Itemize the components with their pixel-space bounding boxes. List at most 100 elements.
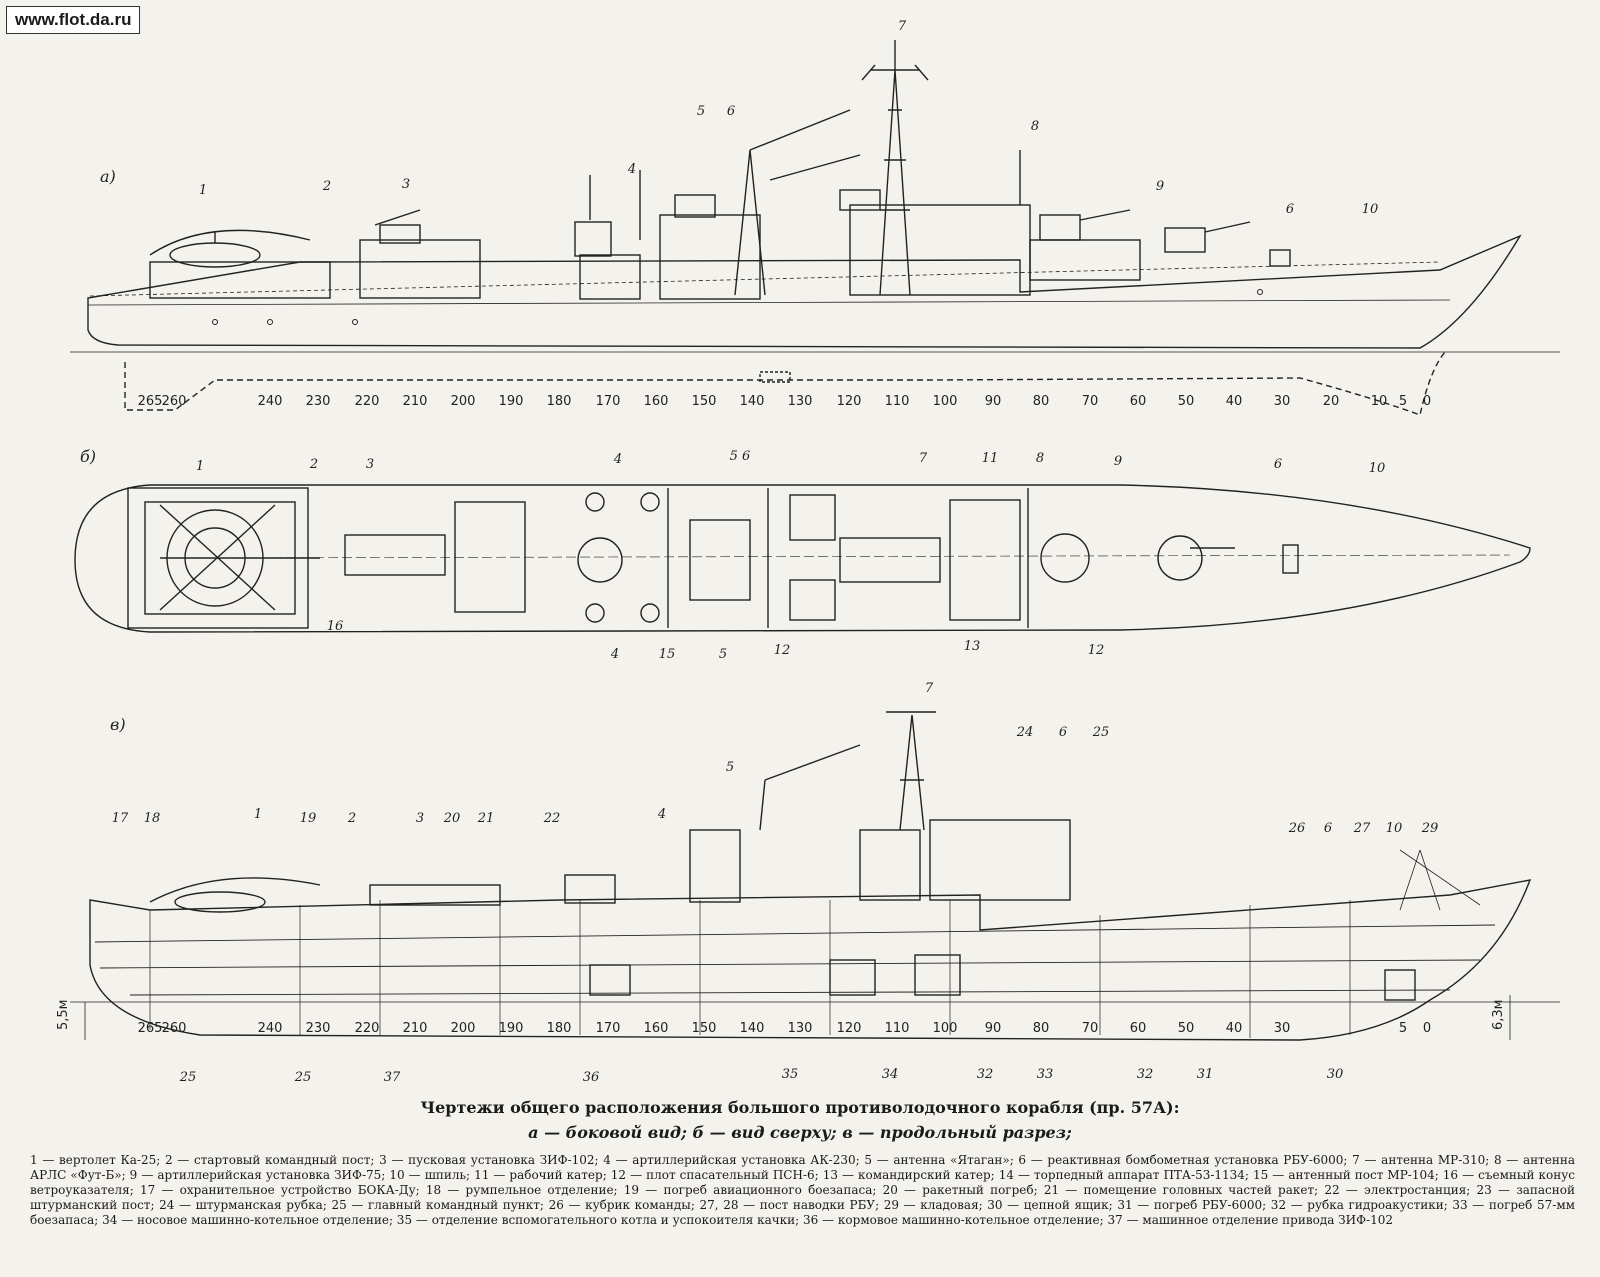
callout-number: 7 [919, 451, 928, 466]
frame-label: 50 [1178, 1021, 1195, 1036]
fore-superstructure [849, 204, 1031, 296]
frame-label: 240 [258, 1021, 283, 1036]
callout-number: 4 [627, 162, 636, 177]
turret-zif75-fore [1164, 227, 1206, 253]
frame-label: 130 [788, 394, 813, 409]
callout-number: 30 [1327, 1067, 1344, 1082]
helicopter [149, 229, 311, 268]
callout-number: 25 [1092, 725, 1110, 740]
plan-fore-funnel [839, 537, 941, 583]
frame-label: 5 [1399, 1021, 1407, 1036]
section-view [70, 711, 1560, 1041]
callout-number: 4 [657, 807, 666, 822]
plan-turret-fore [1157, 535, 1203, 581]
callout-number: 34 [882, 1067, 899, 1082]
callout-number: 21 [477, 811, 495, 826]
frame-label: 190 [499, 1021, 524, 1036]
aft-funnel [574, 221, 612, 257]
frame-label: 230 [306, 1021, 331, 1036]
frame-label: 160 [644, 394, 669, 409]
frame-label: 50 [1178, 394, 1195, 409]
callout-number: 10 [1386, 821, 1403, 836]
antenna-mr310 [861, 64, 929, 81]
callout-number: 13 [964, 639, 981, 654]
hangar-block [149, 261, 331, 299]
callout-number: 36 [583, 1070, 600, 1085]
callout-number: 22 [543, 811, 561, 826]
callout-number: 1 [199, 183, 207, 198]
callout-number: 6 [1286, 202, 1294, 217]
frame-label: 140 [740, 1021, 765, 1036]
callout-number: 2 [322, 179, 331, 194]
callout-number: 20 [443, 811, 461, 826]
frame-label: 170 [596, 1021, 621, 1036]
frame-label: 210 [403, 1021, 428, 1036]
foremast [879, 69, 911, 296]
callout-number: 9 [1114, 454, 1122, 469]
callout-number: 7 [925, 681, 934, 696]
frame-label: 80 [1033, 1021, 1050, 1036]
section-foremast [899, 714, 925, 831]
callout-number: 15 [659, 647, 676, 662]
callout-number: 16 [327, 619, 344, 634]
callout-number: 27 [1353, 821, 1371, 836]
draft-right-label: 6,3м [1491, 1000, 1506, 1030]
frame-label: 20 [1323, 394, 1340, 409]
frame-label: 160 [644, 1021, 669, 1036]
callout-number: 12 [774, 643, 791, 658]
frame-label: 265 [138, 1021, 163, 1036]
section-fore-funnel [859, 829, 921, 901]
frame-label: 100 [933, 394, 958, 409]
callout-number: 35 [782, 1067, 799, 1082]
callout-number: 5 [726, 760, 734, 775]
side-underwater-outline [124, 351, 1446, 416]
callout-number: 18 [144, 811, 161, 826]
frame-label: 90 [985, 1021, 1002, 1036]
frame-label: 220 [355, 394, 380, 409]
section-hull [89, 879, 1532, 1041]
frame-label: 130 [788, 1021, 813, 1036]
callout-number: 12 [1088, 643, 1105, 658]
plan-turret-aft [1040, 533, 1090, 583]
turret-zif75-aft [1039, 214, 1081, 241]
side-view [70, 40, 1560, 416]
callout-number: 3 [366, 457, 374, 472]
callout-number: 7 [898, 19, 907, 34]
draft-left-label: 5,5м [56, 1000, 71, 1030]
section-aft-funnel [564, 874, 616, 904]
aft-superstructure [359, 239, 481, 299]
frame-label: 60 [1130, 1021, 1147, 1036]
frame-label: 5 [1399, 394, 1407, 409]
callout-number: 3 [402, 177, 410, 192]
caption: Чертежи общего расположения большого про… [30, 1098, 1570, 1142]
callout-number: 6 [1059, 725, 1067, 740]
plan-launcher [344, 534, 446, 576]
callout-number: 5 6 [730, 449, 751, 464]
view-c-label: в) [110, 715, 126, 734]
frame-label: 30 [1274, 1021, 1291, 1036]
frame-label: 70 [1082, 1021, 1099, 1036]
callout-number: 3 [416, 811, 424, 826]
site-watermark: www.flot.da.ru [6, 6, 141, 34]
callout-number: 32 [977, 1067, 994, 1082]
callout-number: 8 [1031, 119, 1039, 134]
fore-funnel [839, 189, 881, 211]
callout-number: 1 [254, 807, 262, 822]
frame-label: 230 [306, 394, 331, 409]
frame-label: 220 [355, 1021, 380, 1036]
callout-number: 31 [1197, 1067, 1214, 1082]
callout-number: 32 [1137, 1067, 1154, 1082]
frame-label: 200 [451, 1021, 476, 1036]
section-fore-superstructure [929, 819, 1071, 901]
frame-label: 260 [162, 1021, 187, 1036]
callout-number: 2 [309, 457, 318, 472]
frame-label: 80 [1033, 394, 1050, 409]
frame-label: 110 [885, 394, 910, 409]
callout-number: 2 [347, 811, 356, 826]
callout-number: 26 [1288, 821, 1306, 836]
callout-number: 24 [1016, 725, 1034, 740]
